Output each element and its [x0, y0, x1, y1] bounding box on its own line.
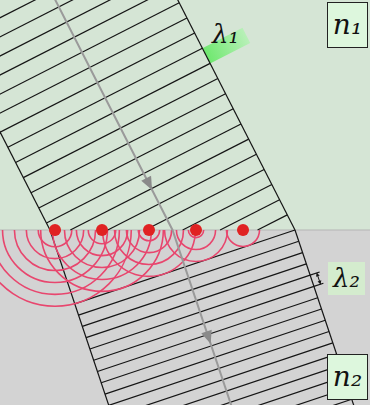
wavefront-line — [113, 343, 333, 405]
light-ray — [54, 0, 242, 405]
wavefront-line — [108, 154, 257, 230]
medium-index-box: n₁ — [327, 2, 368, 48]
dimension-arrowhead — [316, 273, 320, 277]
wavefront-line — [0, 0, 50, 230]
wavefront-line — [120, 365, 340, 405]
wavelet-source — [237, 224, 249, 236]
wavelength-label: λ₁ — [212, 20, 239, 49]
refractive-index: n₂ — [333, 362, 362, 393]
extension-line — [314, 283, 323, 286]
huygens-wavelet — [103, 230, 196, 276]
wavelength-label: λ₂ — [328, 262, 365, 295]
wavefront-line — [0, 0, 156, 56]
wavelet-source — [49, 224, 61, 236]
refractive-index: n₁ — [333, 10, 362, 41]
wavefront-line — [116, 354, 336, 405]
huygens-wavelet — [53, 230, 152, 279]
wavefront-line — [113, 0, 295, 230]
wavefront-line — [0, 3, 179, 102]
wavefront-line — [145, 169, 264, 230]
wavefront-line — [97, 298, 317, 372]
wavefront-line — [131, 399, 351, 405]
wavefront-line — [128, 388, 348, 405]
huygens-wavelet — [0, 230, 119, 294]
wavelet-source — [143, 224, 155, 236]
wavefront-line — [70, 139, 248, 230]
wavefront-line — [295, 230, 370, 405]
wavefront-line — [0, 18, 187, 117]
ray-arrowhead — [201, 330, 211, 344]
huygens-wavelet — [14, 230, 95, 271]
dimension-arrow — [317, 273, 321, 284]
dimension-arrowhead — [318, 280, 322, 284]
wavelet-source — [190, 224, 202, 236]
wavefront-line — [220, 200, 279, 230]
ray-arrowhead — [141, 176, 152, 190]
wavefront-line — [183, 185, 272, 230]
huygens-wavelet — [3, 230, 108, 282]
wavefront-line — [258, 215, 288, 230]
lower-medium — [0, 230, 370, 405]
huygens-wavelet — [41, 230, 164, 291]
wavelet-source — [96, 224, 108, 236]
wavefront-line — [0, 0, 133, 11]
wavefront-line — [0, 0, 141, 26]
medium-index-box: n₂ — [327, 354, 368, 400]
upper-medium — [0, 0, 370, 230]
wavefront-line — [0, 0, 164, 72]
